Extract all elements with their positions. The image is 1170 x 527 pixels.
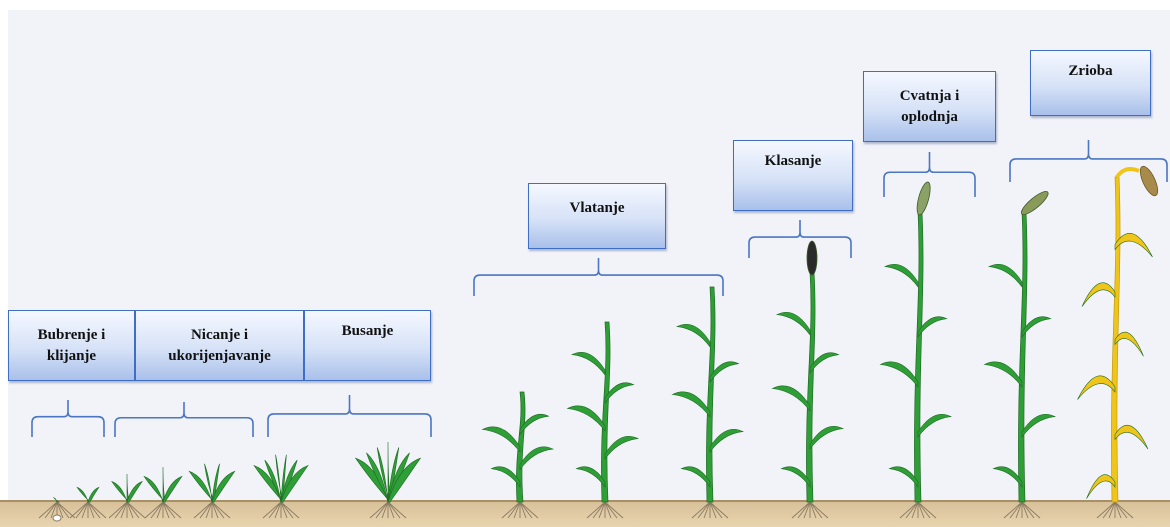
plant-flowering	[881, 181, 952, 518]
stage-label-busanje: Busanje	[304, 310, 431, 381]
stage-label-cvatnja: Cvatnja i oplodnja	[863, 71, 996, 142]
stage-label-zrioba: Zrioba	[1030, 50, 1151, 116]
plant-sprout-3	[144, 467, 182, 518]
plant-maturity-green	[985, 188, 1056, 518]
plant-stem-3	[673, 287, 744, 518]
bracket-nicanje	[115, 402, 253, 437]
stage-label-klasanje: Klasanje	[733, 140, 853, 211]
plant-stem-1	[483, 392, 554, 518]
stage-label-vlatanje: Vlatanje	[528, 183, 666, 249]
stage-label-nicanje: Nicanje i ukorijenjavanje	[135, 310, 304, 381]
plant-sprout-4	[189, 464, 234, 518]
bracket-klasanje	[749, 220, 851, 258]
plant-tiller-2	[356, 442, 421, 518]
plant-maturity-ripe	[1078, 164, 1162, 518]
bracket-busanje	[268, 395, 431, 437]
bracket-vlatanje	[474, 258, 723, 296]
plant-heading	[773, 241, 844, 518]
bracket-bubrenje	[32, 400, 104, 437]
stage-label-bubrenje: Bubrenje i klijanje	[8, 310, 135, 381]
seed-icon	[53, 515, 61, 521]
plant-sprout-1	[70, 487, 106, 518]
plant-stem-2	[568, 322, 639, 518]
plant-sprout-2	[109, 474, 145, 518]
plant-tiller-1	[254, 455, 308, 518]
